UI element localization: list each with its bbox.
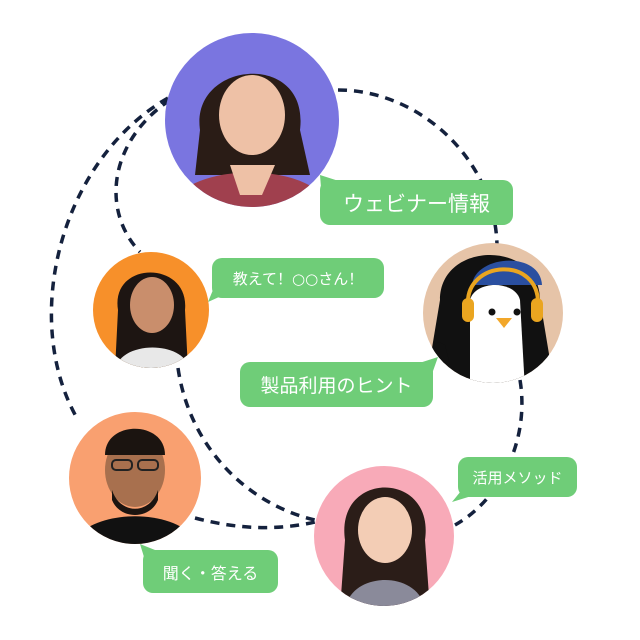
connector-man-bottom — [194, 516, 316, 530]
avatar-girl-orange — [93, 252, 209, 368]
connector-top-girl — [114, 98, 171, 254]
bubble-method: 活用メソッド — [458, 457, 577, 497]
bubble-listen-answer: 聞く・答える — [143, 550, 278, 593]
bubble-product-tips: 製品利用のヒント — [240, 362, 433, 407]
avatar-woman-top — [165, 33, 339, 207]
avatar-woman-bottom — [314, 466, 454, 606]
bubble-ask: 教えて！○○さん！ — [212, 258, 384, 298]
avatar-penguin — [423, 243, 563, 383]
connector-girl-bottom — [176, 367, 316, 522]
connector-top-man — [49, 96, 169, 421]
avatar-man — [69, 412, 201, 544]
connector-penguin-bottom — [454, 379, 524, 527]
bubble-webinar-info: ウェビナー情報 — [320, 180, 513, 225]
